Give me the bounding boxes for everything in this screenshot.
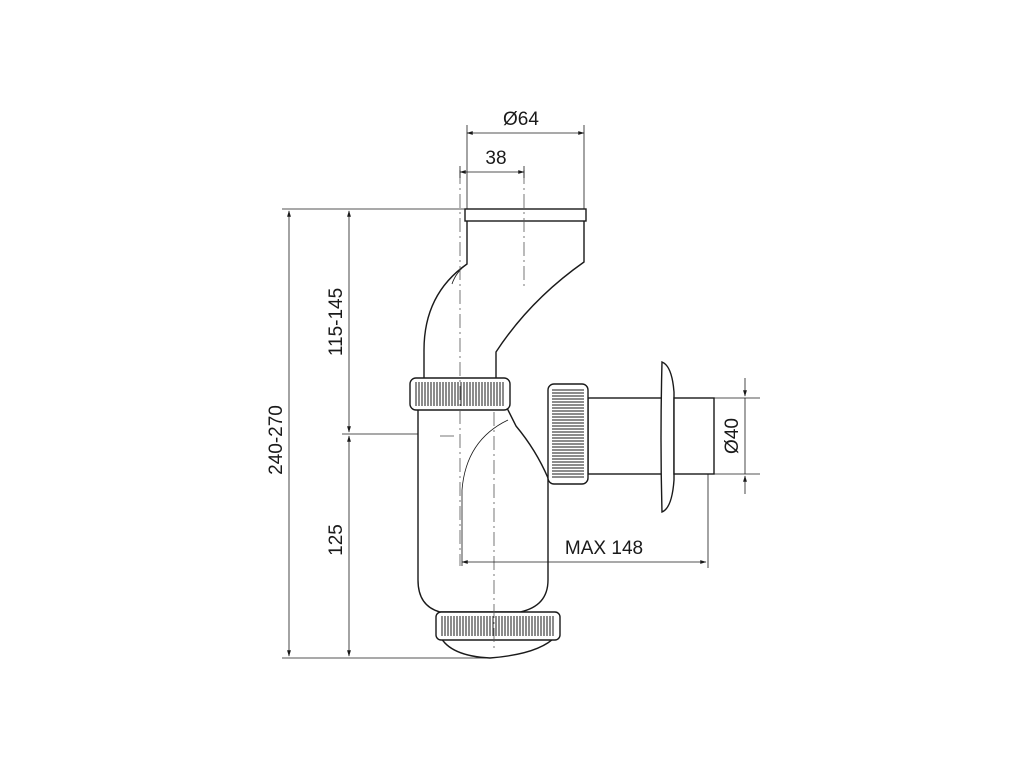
siphon-body [409,208,715,659]
wall-flange [660,360,675,514]
dim-overall-height: 240-270 [266,210,291,657]
upper-nut-knurling [415,382,504,406]
center-lines [440,170,525,648]
upper-pipe-inner [451,263,468,285]
dim-top-diameter: Ø64 [466,109,585,209]
dim-inner-width: 38 [459,148,525,178]
top-collar [464,208,587,222]
dim-extension-lines [282,208,490,659]
vertical-body [417,405,549,613]
overall-height-label: 240-270 [266,405,287,475]
outlet-diameter-label: Ø40 [722,418,743,454]
inner-width-label: 38 [485,148,506,169]
outlet-nut-knurling [552,389,584,478]
dim-lower-height: 125 [326,435,351,657]
bend-inner-curve [461,419,509,566]
upper-height-label: 115-145 [326,288,347,356]
max-reach-label: MAX 148 [565,538,643,559]
bottom-cap-knurling [441,616,554,636]
upper-offset-pipe [423,217,585,385]
outlet-spigot [673,397,715,475]
dim-upper-height: 115-145 [326,210,351,433]
dim-max-reach: MAX 148 [461,474,709,568]
dim-outlet-diameter: Ø40 [714,378,760,494]
lower-height-label: 125 [326,524,347,556]
top-diameter-label: Ø64 [503,109,539,130]
bottom-cap-dome [438,635,558,659]
outlet-tube [587,397,669,475]
